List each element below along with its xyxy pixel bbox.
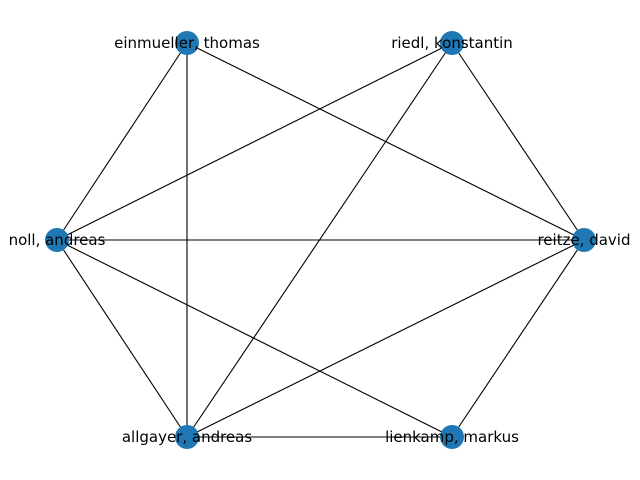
edge-noll-lienkamp — [56, 239, 453, 438]
edges-layer — [56, 42, 585, 438]
node-einmueller — [175, 31, 199, 55]
node-label-lienkamp: lienkamp, markus — [385, 428, 519, 446]
edge-reitze-allgayer — [186, 239, 585, 438]
node-lienkamp — [440, 425, 464, 449]
labels-layer: einmueller, thomas riedl, konstantin noll,… — [9, 34, 631, 446]
node-riedl — [440, 31, 464, 55]
edge-riedl-reitze — [451, 42, 585, 241]
node-reitze — [572, 228, 596, 252]
node-label-allgayer: allgayer, andreas — [122, 428, 253, 446]
node-noll — [45, 228, 69, 252]
nodes-layer — [45, 31, 596, 449]
edge-riedl-noll — [56, 42, 453, 241]
node-label-riedl: riedl, konstantin — [391, 34, 513, 52]
node-allgayer — [175, 425, 199, 449]
node-label-reitze: reitze, david — [537, 231, 630, 249]
node-label-noll: noll, andreas — [9, 231, 106, 249]
node-label-einmueller: einmueller, thomas — [114, 34, 260, 52]
edge-reitze-lienkamp — [451, 239, 585, 438]
edge-noll-allgayer — [56, 239, 188, 438]
edge-einmueller-noll — [56, 42, 188, 241]
